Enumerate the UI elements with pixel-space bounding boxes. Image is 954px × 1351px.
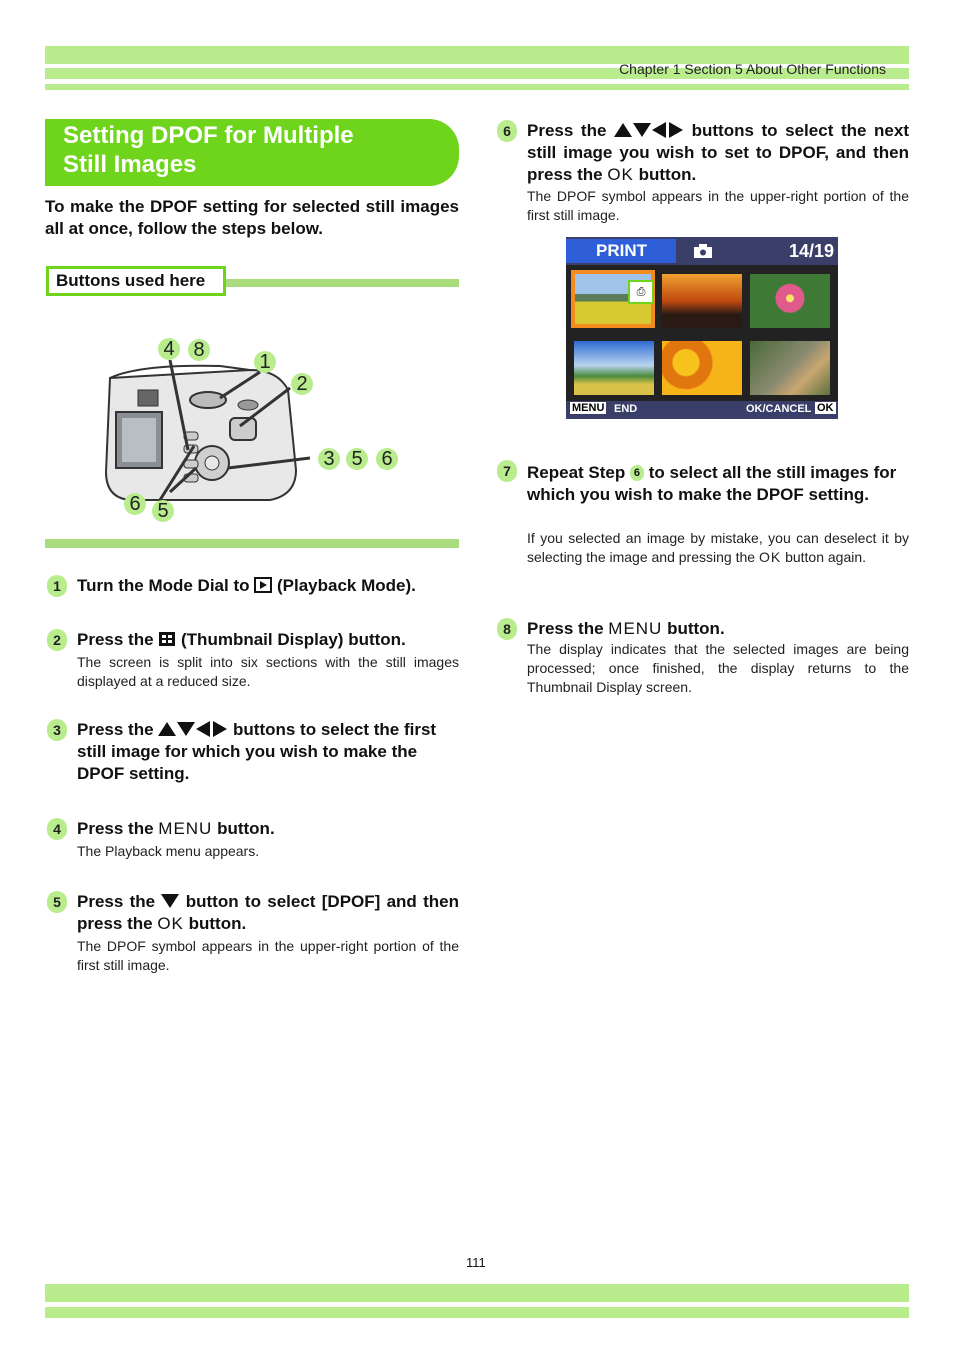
step-heading: Turn the Mode Dial to (Playback Mode).	[77, 576, 416, 595]
callout-2: 2	[291, 373, 313, 395]
header-band-thin	[45, 84, 909, 90]
buttons-used-label: Buttons used here	[46, 266, 226, 296]
menu-button-label: MENU	[158, 819, 213, 838]
thumb-4	[574, 341, 654, 395]
menu-button-label: MENU	[608, 619, 663, 638]
ok-button-label: OK	[758, 549, 782, 565]
step-number: 3	[47, 719, 67, 741]
thumb-2	[662, 274, 742, 328]
callout-3: 3	[318, 448, 340, 470]
step-number: 2	[47, 629, 67, 651]
step-heading: Press the MENU button.	[77, 819, 275, 838]
callout-8: 8	[188, 339, 210, 361]
playback-icon	[254, 577, 273, 593]
lcd-end-label: END	[614, 403, 638, 415]
callout-5-lower: 5	[152, 500, 174, 522]
step-heading: Press the MENU button.	[527, 619, 725, 638]
page-number: 111	[466, 1255, 486, 1270]
callout-6-lower: 6	[124, 493, 146, 515]
buttons-used-rule	[226, 279, 459, 287]
header-band-bottom	[45, 68, 909, 79]
callout-1: 1	[254, 351, 276, 373]
chapter-heading: Chapter 1 Section 5 About Other Function…	[619, 61, 886, 77]
step-heading: Press the buttons to select the next sti…	[527, 121, 909, 184]
ok-button-label: OK	[607, 165, 634, 184]
camera-illustration	[104, 360, 310, 501]
callout-4: 4	[158, 338, 180, 360]
intro-text: To make the DPOF setting for selected st…	[45, 197, 459, 238]
step-number: 7	[497, 460, 517, 482]
lcd-okcancel-label: OK/CANCEL	[746, 403, 812, 415]
title-line-2: Still Images	[63, 151, 197, 178]
footer-band-top	[45, 1284, 909, 1302]
arrow-buttons-icon	[614, 122, 684, 138]
lcd-thumbnail-screen: PRINT 14/19 ⎙ MENU END OK/CANCEL OK	[566, 237, 838, 419]
step-body: The screen is split into six sections wi…	[77, 654, 459, 689]
ok-button-label: OK	[157, 914, 184, 933]
lcd-bottom-bar	[566, 401, 838, 419]
step-heading: Press the button to select [DPOF] and th…	[77, 892, 459, 933]
step-body: The display indicates that the selected …	[527, 641, 909, 695]
thumb-6	[750, 341, 830, 395]
lcd-print-label: PRINT	[596, 241, 647, 260]
title-line-1: Setting DPOF for Multiple	[63, 122, 354, 149]
step-number: 6	[497, 120, 517, 142]
step-number: 5	[47, 891, 67, 913]
callout-6: 6	[376, 448, 398, 470]
lcd-ok-label: OK	[815, 402, 836, 414]
step-reference-badge: 6	[629, 465, 644, 481]
lcd-print-tab	[566, 239, 676, 263]
step-body: The DPOF symbol appears in the upper-rig…	[527, 188, 909, 223]
section-separator	[45, 539, 459, 548]
down-arrow-icon	[161, 894, 180, 908]
step-heading: Press the (Thumbnail Display) button.	[77, 630, 406, 649]
header-band-top	[45, 46, 909, 64]
camera-mode-icon	[694, 244, 712, 258]
thumb-3	[750, 274, 830, 328]
step-number: 1	[47, 575, 67, 597]
arrow-buttons-icon	[158, 721, 228, 737]
lcd-counter: 14/19	[788, 241, 834, 261]
callout-5: 5	[346, 448, 368, 470]
dpof-mark-icon: ⎙	[628, 280, 654, 304]
step-number: 4	[47, 818, 67, 840]
footer-band-bottom	[45, 1307, 909, 1318]
thumbnail-icon	[159, 632, 176, 646]
step-heading: Press the buttons to select the first st…	[77, 720, 437, 783]
step-body: The DPOF symbol appears in the upper-rig…	[77, 938, 459, 973]
step-body: If you selected an image by mistake, you…	[527, 530, 909, 565]
step-body: The Playback menu appears.	[77, 843, 260, 859]
thumb-5	[662, 341, 742, 395]
step-number: 8	[497, 618, 517, 640]
lcd-menu-label: MENU	[570, 402, 607, 414]
step-heading: Repeat Step 6 to select all the still im…	[527, 463, 897, 504]
